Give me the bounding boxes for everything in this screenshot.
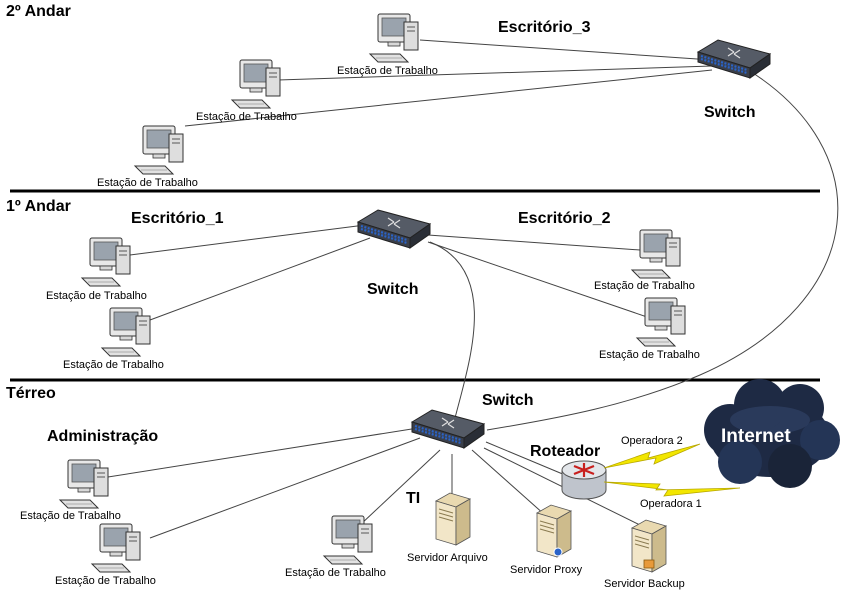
lightning-operadora-2-icon xyxy=(603,443,701,469)
server-icon xyxy=(536,504,572,558)
workstation-icon xyxy=(323,515,373,565)
switch-icon xyxy=(356,208,432,250)
router-icon xyxy=(561,460,607,500)
server-label: Servidor Proxy xyxy=(510,564,583,576)
switch-label: Switch xyxy=(482,392,534,409)
workstation-icon xyxy=(369,13,419,63)
workstation: Estação de Trabalho xyxy=(46,237,147,302)
lightning-operadora-1-icon xyxy=(603,481,741,497)
workstation-label: Estação de Trabalho xyxy=(196,111,297,123)
workstation-label: Estação de Trabalho xyxy=(55,575,156,587)
office-label-escritorio-2: Escritório_2 xyxy=(518,210,611,227)
workstation: Estação de Trabalho xyxy=(594,229,695,292)
floor-label-second: 2º Andar xyxy=(6,3,71,20)
workstation: Estação de Trabalho xyxy=(55,523,156,587)
workstation: Estação de Trabalho xyxy=(337,13,438,77)
workstation: Estação de Trabalho xyxy=(599,297,700,361)
floor-label-first: 1º Andar xyxy=(6,198,71,215)
workstation-icon xyxy=(231,59,281,109)
cloud-icon xyxy=(704,379,840,488)
switch-first-floor: Switch xyxy=(356,208,432,298)
office-label-escritorio-3: Escritório_3 xyxy=(498,19,591,36)
router: Roteador xyxy=(530,443,607,500)
internet-cloud: Internet xyxy=(704,379,840,488)
lightning-links: Operadora 2 Operadora 1 xyxy=(603,435,741,510)
switch-ground-floor: Switch xyxy=(410,392,534,450)
server-backup: Servidor Backup xyxy=(604,519,685,590)
operadora-2-label: Operadora 2 xyxy=(621,435,683,447)
router-label: Roteador xyxy=(530,443,600,460)
workstation-label: Estação de Trabalho xyxy=(20,510,121,522)
connections xyxy=(107,39,839,539)
office-label-administracao: Administração xyxy=(47,428,158,445)
workstation: Estação de Trabalho xyxy=(285,515,386,579)
switch-icon xyxy=(696,38,772,80)
workstation-icon xyxy=(59,459,109,509)
workstation: Estação de Trabalho xyxy=(196,59,297,123)
workstation-icon xyxy=(81,237,131,287)
server-icon xyxy=(435,492,471,546)
proxy-globe-icon xyxy=(553,547,563,557)
workstation-icon xyxy=(631,229,681,279)
workstation-label: Estação de Trabalho xyxy=(46,290,147,302)
switch-icon xyxy=(410,408,486,450)
workstation-icon xyxy=(101,307,151,357)
workstation-icon xyxy=(636,297,686,347)
switch-label: Switch xyxy=(367,281,419,298)
workstation-label: Estação de Trabalho xyxy=(97,177,198,189)
internet-label: Internet xyxy=(721,426,791,447)
workstation: Estação de Trabalho xyxy=(20,459,121,522)
server-proxy: Servidor Proxy xyxy=(510,504,583,576)
workstation-label: Estação de Trabalho xyxy=(63,359,164,371)
server-arquivo: Servidor Arquivo xyxy=(407,492,488,564)
floor-label-ground: Térreo xyxy=(6,385,56,402)
workstation-icon xyxy=(91,523,141,573)
switch-label: Switch xyxy=(704,104,756,121)
server-label: Servidor Backup xyxy=(604,578,685,590)
workstation: Estação de Trabalho xyxy=(97,125,198,189)
workstation: Estação de Trabalho xyxy=(63,307,164,371)
switch-second-floor: Switch xyxy=(696,38,772,121)
workstation-label: Estação de Trabalho xyxy=(594,280,695,292)
operadora-1-label: Operadora 1 xyxy=(640,498,702,510)
workstation-label: Estação de Trabalho xyxy=(337,65,438,77)
workstation-label: Estação de Trabalho xyxy=(599,349,700,361)
workstation-icon xyxy=(134,125,184,175)
server-label: Servidor Arquivo xyxy=(407,552,488,564)
backup-badge-icon xyxy=(643,559,655,569)
workstation-label: Estação de Trabalho xyxy=(285,567,386,579)
office-label-escritorio-1: Escritório_1 xyxy=(131,210,224,227)
office-label-ti: TI xyxy=(406,490,420,507)
